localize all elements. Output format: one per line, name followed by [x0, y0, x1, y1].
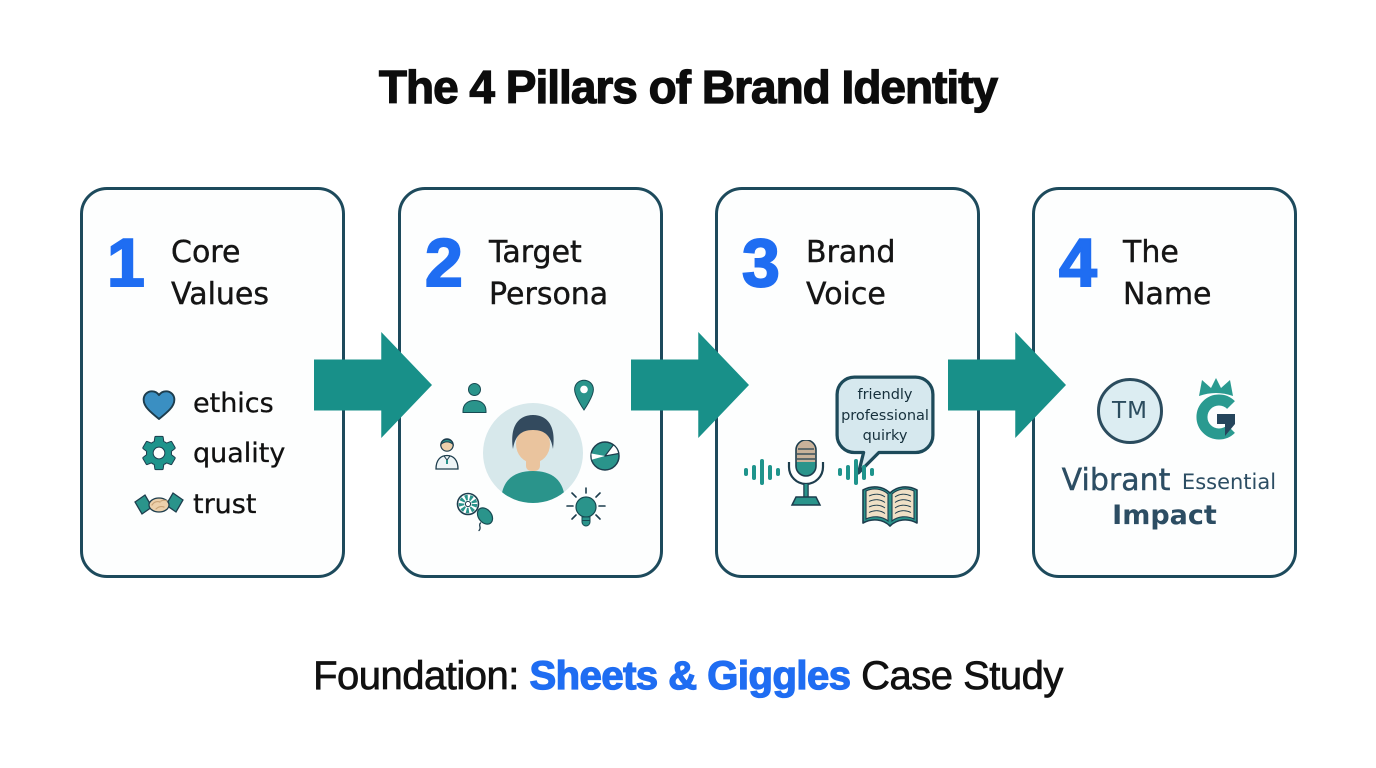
- pillar-title-brand-voice: Brand Voice: [806, 235, 896, 312]
- open-book-icon: [860, 480, 920, 536]
- footer-brand-name: Sheets & Giggles: [529, 653, 852, 698]
- pie-chart-icon: [589, 440, 621, 476]
- speech-bubble-text: friendly professional quirky: [841, 387, 929, 444]
- microphone-icon: [782, 439, 830, 522]
- pillar-title-the-name: The Name: [1123, 235, 1212, 312]
- handshake-icon: [133, 488, 185, 520]
- user-icon: [461, 382, 488, 417]
- pillar-number-1: 1: [106, 225, 146, 301]
- speech-bubble: friendly professional quirky: [832, 374, 938, 478]
- pillar-number-4: 4: [1058, 225, 1098, 301]
- pillar-card-the-name: 4 The Name TM Vibrant Essential Impact: [1032, 187, 1297, 578]
- doctor-icon: [432, 434, 462, 475]
- gear-icon: [133, 433, 185, 473]
- name-word-impact: Impact: [1112, 500, 1217, 531]
- page-title: The 4 Pillars of Brand Identity: [378, 60, 998, 113]
- value-row-quality: quality: [133, 430, 286, 476]
- value-label: ethics: [193, 387, 274, 419]
- sound-waves-icon: [838, 458, 874, 486]
- value-label: quality: [193, 437, 286, 469]
- pillar-card-brand-voice: 3 Brand Voice friendly professional quir…: [715, 187, 980, 578]
- persona-avatar: [483, 403, 583, 503]
- trademark-text: TM: [1112, 398, 1148, 424]
- name-word-vibrant: Vibrant: [1061, 463, 1171, 498]
- value-row-ethics: ethics: [133, 380, 274, 426]
- location-pin-icon: [573, 379, 595, 416]
- pillar-card-core-values: 1 Core Values ethics quality: [80, 187, 345, 578]
- value-label: trust: [193, 488, 257, 520]
- pillar-number-3: 3: [741, 225, 781, 301]
- sound-waves-icon: [744, 458, 780, 486]
- crown-g-logo-icon: [1191, 374, 1241, 444]
- footer-caption: Foundation: Sheets & Giggles Case Study: [0, 653, 1376, 699]
- value-row-trust: trust: [133, 481, 257, 527]
- heart-icon: [133, 386, 185, 421]
- name-word-essential: Essential: [1181, 470, 1277, 494]
- footer-prefix: Foundation:: [313, 654, 530, 699]
- trademark-circle-icon: TM: [1097, 378, 1163, 444]
- wheel-balloon-icon: [454, 491, 496, 539]
- pillar-card-target-persona: 2 Target Persona: [398, 187, 663, 578]
- lightbulb-icon: [564, 486, 608, 538]
- pillar-number-2: 2: [424, 225, 464, 301]
- footer-suffix: Case Study: [850, 654, 1064, 699]
- microphone-group: [744, 439, 884, 522]
- pillar-title-target-persona: Target Persona: [489, 235, 609, 312]
- pillar-title-core-values: Core Values: [171, 235, 270, 312]
